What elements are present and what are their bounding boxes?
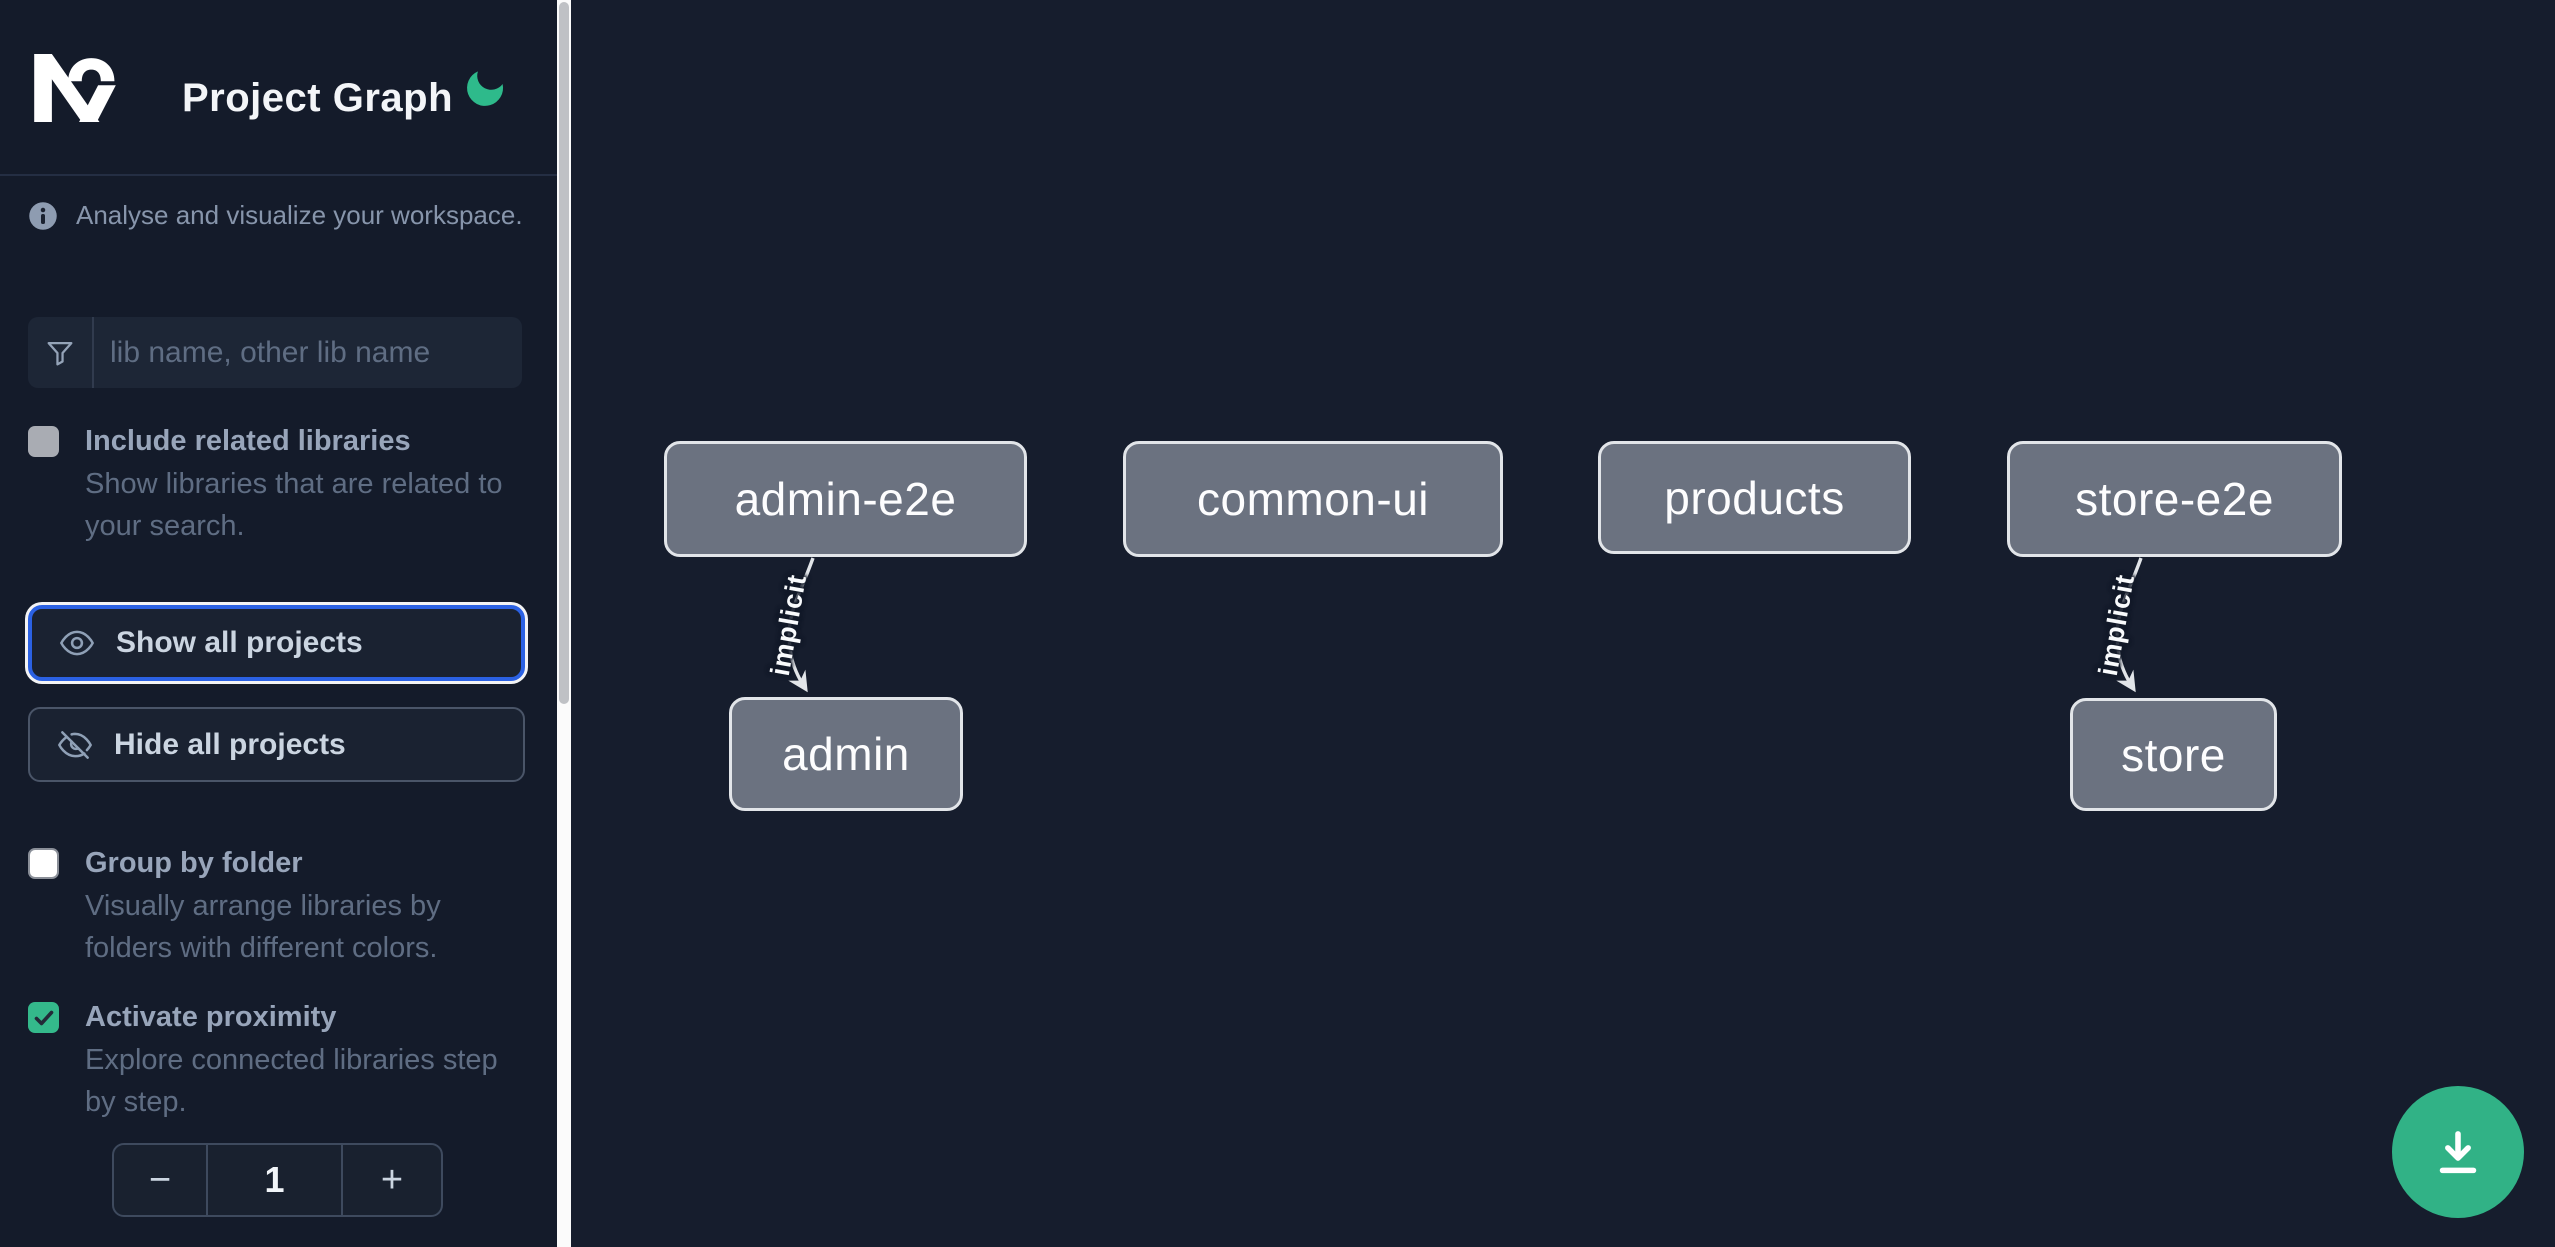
checkbox-activate-proximity[interactable]	[28, 1002, 59, 1033]
hide-all-projects-button[interactable]: Hide all projects	[28, 707, 525, 782]
moon-icon	[467, 70, 504, 106]
toggle-description: Show libraries that are related to your …	[85, 468, 503, 542]
sidebar-header: Project Graph	[0, 0, 557, 176]
toggle-description: Explore connected libraries step by step…	[85, 1044, 498, 1118]
node-products[interactable]: products	[1598, 441, 1911, 554]
toggle-label: Group by folder	[85, 847, 303, 879]
funnel-icon	[28, 317, 94, 388]
eye-slash-icon	[58, 730, 92, 759]
toggle-label: Activate proximity	[85, 1001, 337, 1033]
node-common-ui[interactable]: common-ui	[1123, 441, 1503, 557]
info-icon	[29, 201, 57, 230]
show-all-label: Show all projects	[116, 626, 363, 659]
nx-logo	[34, 54, 116, 122]
download-image-button[interactable]	[2392, 1086, 2524, 1218]
page-title: Project Graph	[182, 76, 454, 120]
show-all-projects-button[interactable]: Show all projects	[28, 605, 525, 681]
node-store-e2e[interactable]: store-e2e	[2007, 441, 2342, 557]
checkbox-group-by-folder[interactable]	[28, 848, 59, 879]
eye-icon	[60, 630, 94, 656]
intro-row: Analyse and visualize your workspace.	[28, 200, 523, 231]
intro-text: Analyse and visualize your workspace.	[76, 200, 523, 230]
graph-canvas[interactable]	[571, 0, 2555, 1247]
search-filter	[28, 317, 522, 388]
toggle-label: Include related libraries	[85, 425, 411, 457]
stepper-value-input[interactable]	[208, 1145, 343, 1215]
download-icon	[2439, 1131, 2477, 1174]
toggle-group-by-folder: Group by folder Visually arrange librari…	[28, 846, 528, 969]
toggle-activate-proximity: Activate proximity Explore connected lib…	[28, 1000, 528, 1123]
decrement-button[interactable]: −	[114, 1145, 208, 1215]
check-icon	[34, 1010, 53, 1025]
proximity-stepper: − +	[112, 1143, 443, 1217]
checkbox-include-related[interactable]	[28, 426, 59, 457]
sidebar: Project Graph Analyse and visualize your…	[0, 0, 557, 1247]
sidebar-scrollbar	[557, 0, 571, 1247]
hide-all-label: Hide all projects	[114, 727, 346, 761]
increment-button[interactable]: +	[343, 1145, 441, 1215]
node-admin-e2e[interactable]: admin-e2e	[664, 441, 1027, 557]
node-admin[interactable]: admin	[729, 697, 963, 811]
scrollbar-thumb[interactable]	[559, 2, 569, 704]
search-input[interactable]	[94, 317, 522, 388]
theme-toggle-button[interactable]	[458, 62, 512, 116]
toggle-description: Visually arrange libraries by folders wi…	[85, 890, 441, 964]
toggle-include-related: Include related libraries Show libraries…	[28, 424, 528, 547]
node-store[interactable]: store	[2070, 698, 2277, 811]
